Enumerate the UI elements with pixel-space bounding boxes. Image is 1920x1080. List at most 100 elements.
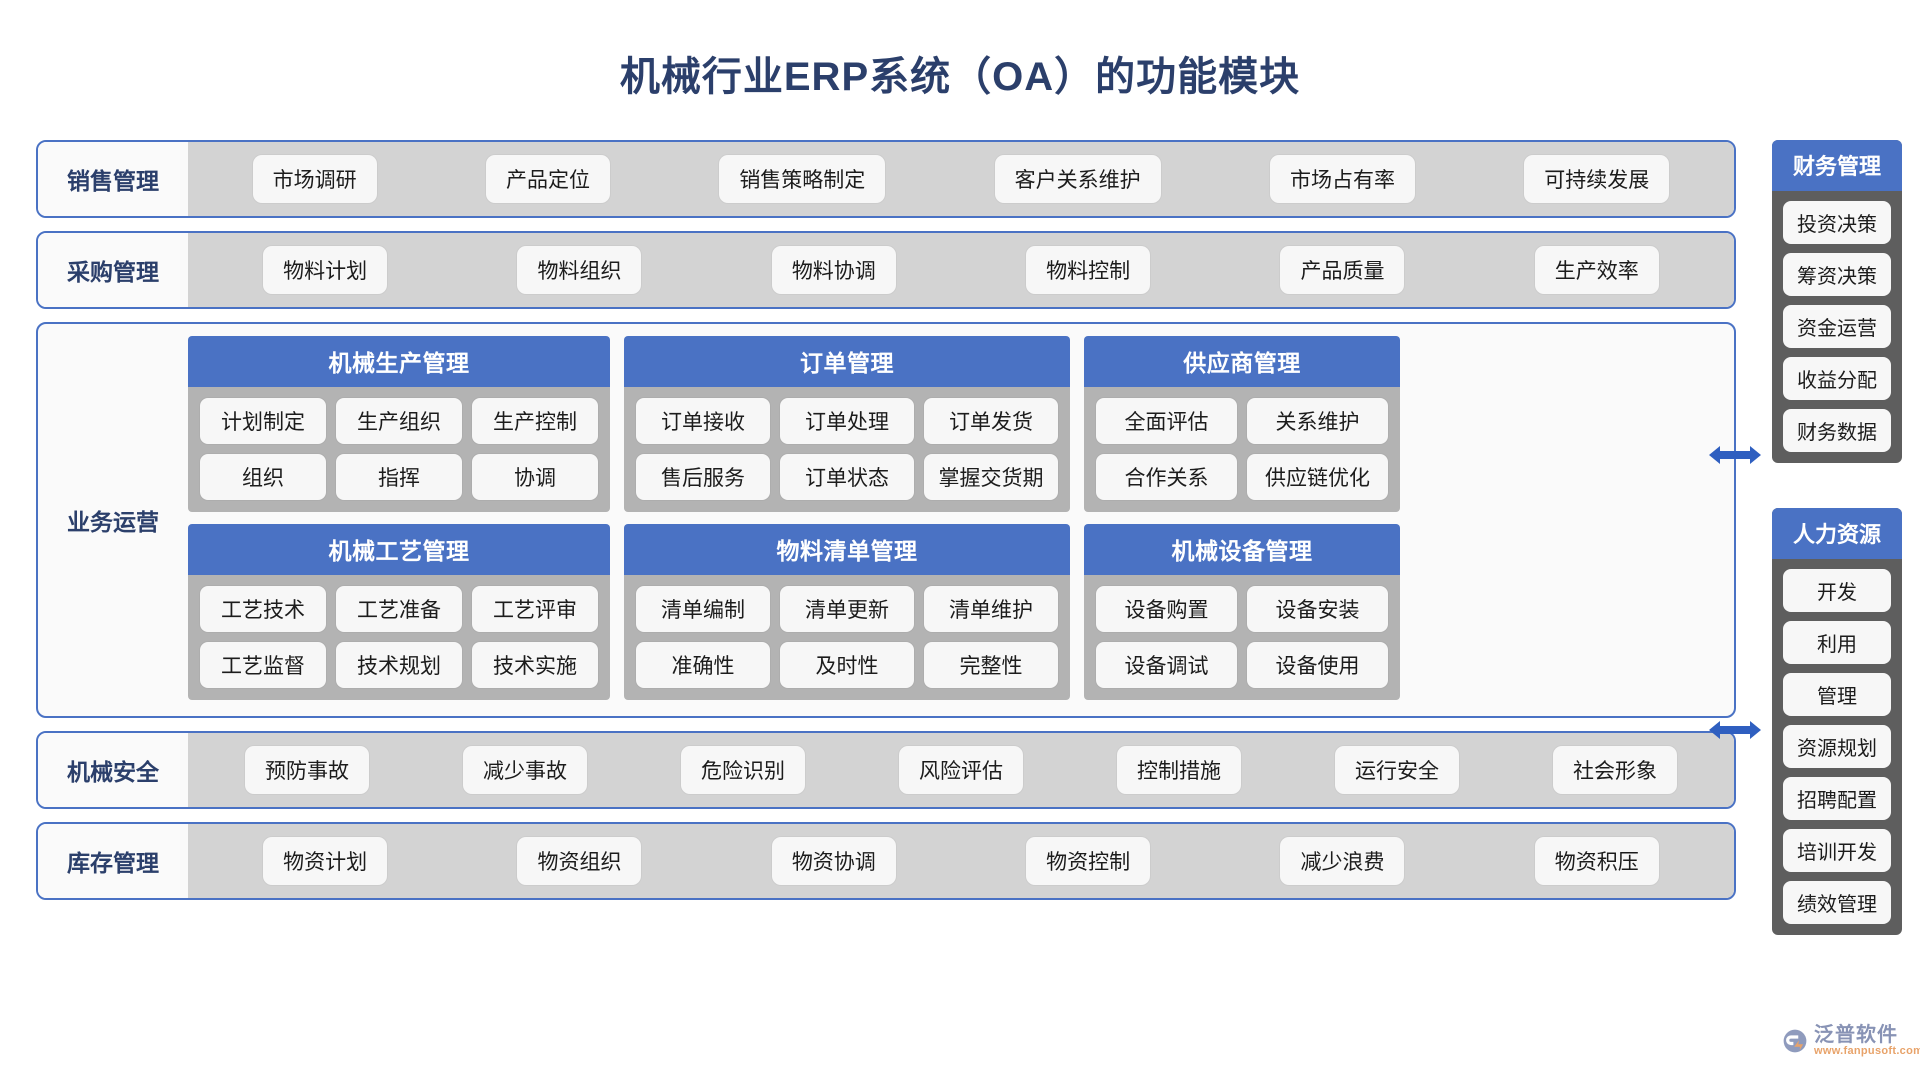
pill-item[interactable]: 物料组织 <box>517 246 642 294</box>
card-row: 售后服务 订单状态 掌握交货期 <box>636 454 1058 500</box>
operations-row-2: 机械工艺管理 工艺技术 工艺准备 工艺评审 工艺监督 技术规划 技术实施 <box>188 524 1718 700</box>
pill-item[interactable]: 工艺评审 <box>472 586 598 632</box>
pill-item[interactable]: 清单更新 <box>780 586 914 632</box>
pill-item[interactable]: 技术实施 <box>472 642 598 688</box>
pill-item[interactable]: 指挥 <box>336 454 462 500</box>
pill-item[interactable]: 订单处理 <box>780 398 914 444</box>
page-title: 机械行业ERP系统（OA）的功能模块 <box>619 55 1301 99</box>
pill-item[interactable]: 工艺监督 <box>200 642 326 688</box>
card-row: 工艺监督 技术规划 技术实施 <box>200 642 598 688</box>
card-production: 机械生产管理 计划制定 生产组织 生产控制 组织 指挥 协调 <box>188 336 610 512</box>
pill-item[interactable]: 产品定位 <box>485 155 610 203</box>
card-row: 计划制定 生产组织 生产控制 <box>200 398 598 444</box>
band-sales: 销售管理 市场调研 产品定位 销售策略制定 客户关系维护 市场占有率 可持续发展 <box>36 140 1736 218</box>
card-body: 设备购置 设备安装 设备调试 设备使用 <box>1084 575 1400 700</box>
pill-item[interactable]: 物资计划 <box>263 837 388 885</box>
pill-item[interactable]: 生产效率 <box>1534 246 1659 294</box>
band-safety: 机械安全 预防事故 减少事故 危险识别 风险评估 控制措施 运行安全 社会形象 <box>36 731 1736 809</box>
card-row: 清单编制 清单更新 清单维护 <box>636 586 1058 632</box>
operations-grid: 机械生产管理 计划制定 生产组织 生产控制 组织 指挥 协调 <box>188 324 1734 716</box>
card-body: 工艺技术 工艺准备 工艺评审 工艺监督 技术规划 技术实施 <box>188 575 610 700</box>
pill-item[interactable]: 设备使用 <box>1247 642 1388 688</box>
pill-item[interactable]: 清单编制 <box>636 586 770 632</box>
sidebar-hr-items: 开发 利用 管理 资源规划 招聘配置 培训开发 绩效管理 <box>1772 559 1902 924</box>
band-inventory-label: 库存管理 <box>38 824 188 898</box>
pill-item[interactable]: 控制措施 <box>1117 746 1241 794</box>
pill-item[interactable]: 工艺准备 <box>336 586 462 632</box>
sidebar-item[interactable]: 招聘配置 <box>1783 777 1891 820</box>
pill-item[interactable]: 生产组织 <box>336 398 462 444</box>
card-row: 订单接收 订单处理 订单发货 <box>636 398 1058 444</box>
card-body: 计划制定 生产组织 生产控制 组织 指挥 协调 <box>188 387 610 512</box>
sidebar-item[interactable]: 利用 <box>1783 621 1891 664</box>
pill-item[interactable]: 销售策略制定 <box>719 155 886 203</box>
fanpu-logo-icon <box>1783 1029 1807 1053</box>
brand-logo: 泛普软件 www.fanpusoft.com <box>1782 1025 1920 1058</box>
pill-item[interactable]: 物资组织 <box>517 837 642 885</box>
pill-item[interactable]: 设备安装 <box>1247 586 1388 632</box>
pill-item[interactable]: 物料计划 <box>263 246 388 294</box>
pill-item[interactable]: 清单维护 <box>924 586 1058 632</box>
pill-item[interactable]: 客户关系维护 <box>994 155 1161 203</box>
sidebar-item[interactable]: 培训开发 <box>1783 829 1891 872</box>
pill-item[interactable]: 社会形象 <box>1553 746 1677 794</box>
sidebar-item[interactable]: 开发 <box>1783 569 1891 612</box>
band-operations-label: 业务运营 <box>67 509 159 535</box>
pill-item[interactable]: 预防事故 <box>245 746 369 794</box>
sidebar-item[interactable]: 收益分配 <box>1783 357 1891 400</box>
pill-item[interactable]: 减少浪费 <box>1280 837 1405 885</box>
sidebar-item[interactable]: 资源规划 <box>1783 725 1891 768</box>
pill-item[interactable]: 减少事故 <box>463 746 587 794</box>
pill-item[interactable]: 风险评估 <box>899 746 1023 794</box>
pill-item[interactable]: 市场调研 <box>252 155 377 203</box>
pill-item[interactable]: 全面评估 <box>1096 398 1237 444</box>
pill-item[interactable]: 关系维护 <box>1247 398 1388 444</box>
pill-item[interactable]: 物资协调 <box>771 837 896 885</box>
logo-name: 泛普软件 <box>1814 1024 1898 1046</box>
sidebar-item[interactable]: 管理 <box>1783 673 1891 716</box>
sidebar-item[interactable]: 绩效管理 <box>1783 881 1891 924</box>
sidebar-item[interactable]: 投资决策 <box>1783 201 1891 244</box>
pill-item[interactable]: 技术规划 <box>336 642 462 688</box>
pill-item[interactable]: 完整性 <box>924 642 1058 688</box>
pill-item[interactable]: 协调 <box>472 454 598 500</box>
sidebar-item[interactable]: 资金运营 <box>1783 305 1891 348</box>
pill-item[interactable]: 订单接收 <box>636 398 770 444</box>
pill-item[interactable]: 设备调试 <box>1096 642 1237 688</box>
pill-item[interactable]: 售后服务 <box>636 454 770 500</box>
band-purchase-label: 采购管理 <box>38 233 188 307</box>
band-operations: 业务运营 机械生产管理 计划制定 生产组织 生产控制 <box>36 322 1736 718</box>
pill-item[interactable]: 物料控制 <box>1026 246 1151 294</box>
pill-item[interactable]: 产品质量 <box>1280 246 1405 294</box>
pill-item[interactable]: 及时性 <box>780 642 914 688</box>
pill-item[interactable]: 供应链优化 <box>1247 454 1388 500</box>
card-title: 物料清单管理 <box>624 524 1070 575</box>
card-order: 订单管理 订单接收 订单处理 订单发货 售后服务 订单状态 掌握交货期 <box>624 336 1070 512</box>
card-row: 全面评估 关系维护 <box>1096 398 1388 444</box>
pill-item[interactable]: 可持续发展 <box>1524 155 1670 203</box>
pill-item[interactable]: 计划制定 <box>200 398 326 444</box>
pill-item[interactable]: 物资积压 <box>1534 837 1659 885</box>
sidebar-hr-title: 人力资源 <box>1772 508 1902 559</box>
sidebar-finance: 财务管理 投资决策 筹资决策 资金运营 收益分配 财务数据 <box>1772 140 1902 463</box>
pill-item[interactable]: 设备购置 <box>1096 586 1237 632</box>
card-title: 订单管理 <box>624 336 1070 387</box>
card-body: 全面评估 关系维护 合作关系 供应链优化 <box>1084 387 1400 512</box>
pill-item[interactable]: 订单发货 <box>924 398 1058 444</box>
pill-item[interactable]: 市场占有率 <box>1269 155 1415 203</box>
pill-item[interactable]: 掌握交货期 <box>924 454 1058 500</box>
pill-item[interactable]: 合作关系 <box>1096 454 1237 500</box>
sidebar-item[interactable]: 筹资决策 <box>1783 253 1891 296</box>
pill-item[interactable]: 物料协调 <box>771 246 896 294</box>
pill-item[interactable]: 运行安全 <box>1335 746 1459 794</box>
pill-item[interactable]: 准确性 <box>636 642 770 688</box>
pill-item[interactable]: 生产控制 <box>472 398 598 444</box>
pill-item[interactable]: 组织 <box>200 454 326 500</box>
pill-item[interactable]: 工艺技术 <box>200 586 326 632</box>
card-title: 机械生产管理 <box>188 336 610 387</box>
pill-item[interactable]: 物资控制 <box>1026 837 1151 885</box>
pill-item[interactable]: 订单状态 <box>780 454 914 500</box>
sidebar-item[interactable]: 财务数据 <box>1783 409 1891 452</box>
pill-item[interactable]: 危险识别 <box>681 746 805 794</box>
